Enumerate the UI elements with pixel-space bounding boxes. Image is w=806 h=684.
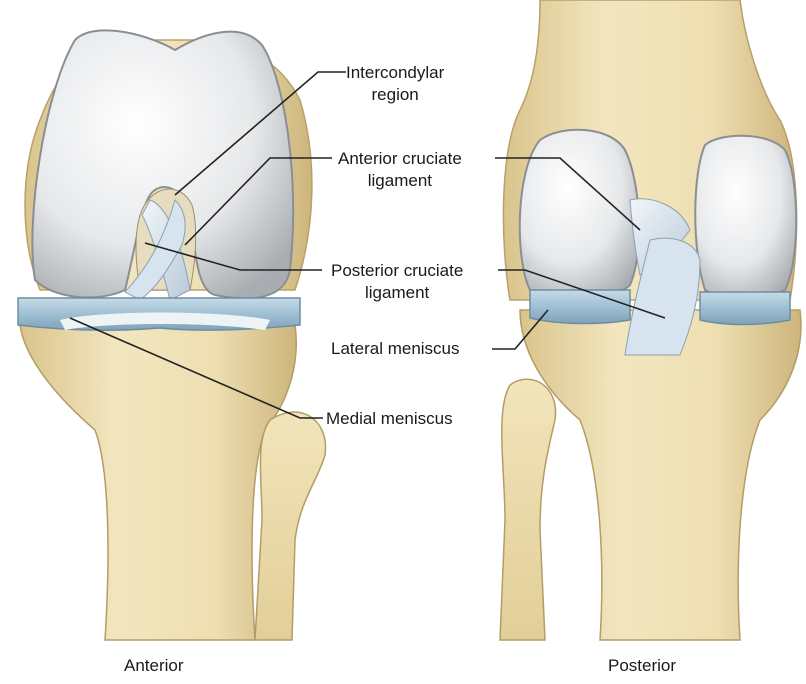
caption-posterior: Posterior <box>608 656 676 676</box>
label-pcl-line1: Posterior cruciate <box>331 260 463 282</box>
label-lateral-meniscus: Lateral meniscus <box>331 338 460 360</box>
label-medial-meniscus: Medial meniscus <box>326 408 453 430</box>
caption-anterior: Anterior <box>124 656 184 676</box>
label-intercondylar-line1: Intercondylar <box>346 62 444 84</box>
label-acl-line1: Anterior cruciate <box>338 148 462 170</box>
label-intercondylar-region: Intercondylar region <box>346 62 444 106</box>
label-pcl-line2: ligament <box>331 282 463 304</box>
label-anterior-cruciate-ligament: Anterior cruciate ligament <box>338 148 462 192</box>
anterior-view <box>18 30 326 640</box>
label-acl-line2: ligament <box>338 170 462 192</box>
label-intercondylar-line2: region <box>346 84 444 106</box>
posterior-fibula <box>500 379 556 640</box>
label-posterior-cruciate-ligament: Posterior cruciate ligament <box>331 260 463 304</box>
anterior-tibia <box>20 325 296 640</box>
posterior-medial-condyle <box>695 136 796 298</box>
posterior-lateral-meniscus <box>530 290 630 324</box>
posterior-view <box>500 0 801 640</box>
posterior-tibia <box>520 310 801 640</box>
posterior-medial-meniscus <box>700 292 790 325</box>
anterior-fibula <box>255 412 326 640</box>
